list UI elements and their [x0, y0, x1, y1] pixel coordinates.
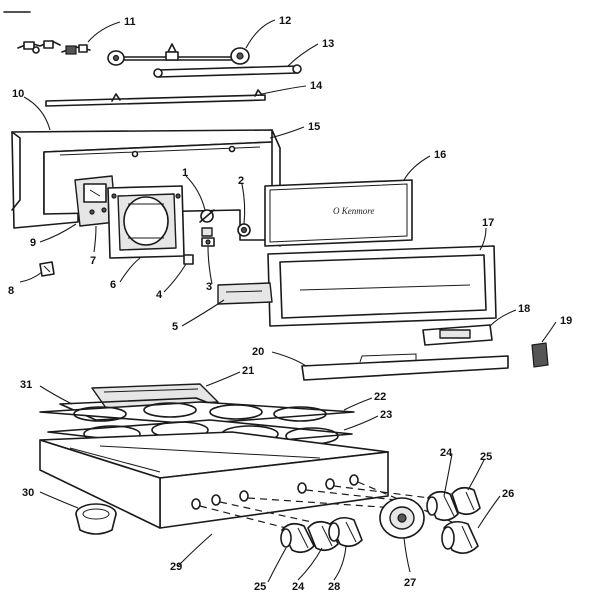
- callout-3: 3: [206, 281, 212, 293]
- part-11-igniter-harness: [17, 40, 91, 55]
- callout-30: 30: [22, 487, 34, 499]
- part-16-door-panel: O Kenmore: [264, 179, 413, 247]
- callout-5: 5: [172, 321, 178, 333]
- callout-23: 23: [380, 409, 392, 421]
- part-25-knob-top: [451, 486, 481, 516]
- part-21-cooktop-panel: [91, 383, 219, 409]
- callout-4: 4: [156, 289, 163, 301]
- part-19-end-cap: [531, 342, 549, 368]
- part-22-burner-grate: [39, 401, 355, 425]
- callout-2: 2: [238, 175, 244, 187]
- part-25-knob-bottom: [280, 522, 315, 554]
- callout-16: 16: [434, 149, 446, 161]
- callout-29: 29: [170, 561, 182, 573]
- part-3-fitting: [201, 237, 215, 247]
- part-5-bracket: [217, 282, 273, 305]
- callout-1: 1: [182, 167, 188, 179]
- callout-24-top: 24: [440, 447, 453, 459]
- callout-26: 26: [502, 488, 514, 500]
- callout-19: 19: [560, 315, 572, 327]
- callout-13: 13: [322, 38, 334, 50]
- callout-11: 11: [124, 16, 136, 28]
- callout-18: 18: [518, 303, 530, 315]
- callout-14: 14: [310, 80, 323, 92]
- door-panel-brand: O Kenmore: [333, 206, 374, 216]
- callout-21: 21: [242, 365, 254, 377]
- part-6-window-frame: [107, 185, 185, 259]
- part-14-bracket-rod: [45, 89, 266, 107]
- callout-7: 7: [90, 255, 96, 267]
- leader-lines: [19, 19, 557, 583]
- callout-15: 15: [308, 121, 320, 133]
- callout-labels: 11 12 13 14 10 15 16 17 1 2 9 7 6 4 3 8 …: [8, 15, 572, 593]
- part-28-knob: [328, 516, 363, 548]
- part-12-spark-rod: [107, 43, 250, 66]
- callout-20: 20: [252, 346, 264, 358]
- part-18-handle: [422, 324, 493, 346]
- part-26-knob: [441, 520, 479, 554]
- callout-25-top: 25: [480, 451, 492, 463]
- part-8-clip: [39, 261, 55, 277]
- callout-10: 10: [12, 88, 24, 100]
- part-24-knob-top: [426, 490, 459, 522]
- callout-9: 9: [30, 237, 36, 249]
- callout-27: 27: [404, 577, 416, 589]
- part-27-knob-bezel: [379, 497, 425, 539]
- part-1-valve: [199, 209, 215, 237]
- part-2-bushing: [237, 223, 251, 237]
- callout-8: 8: [8, 285, 14, 297]
- part-13-manifold-tube: [153, 64, 302, 78]
- part-4-fitting: [183, 254, 194, 265]
- callout-31: 31: [20, 379, 32, 391]
- part-20-trim-strip: [301, 353, 509, 381]
- part-30-burner-cup: [75, 503, 117, 535]
- callout-28: 28: [328, 581, 340, 593]
- cooktop-body: [39, 431, 389, 529]
- callout-17: 17: [482, 217, 494, 229]
- callout-22: 22: [374, 391, 386, 403]
- callout-6: 6: [110, 279, 116, 291]
- callout-12: 12: [279, 15, 291, 27]
- callout-24-bottom: 24: [292, 581, 305, 593]
- part-17-door-frame: [267, 245, 497, 327]
- callout-25-bottom: 25: [254, 581, 266, 593]
